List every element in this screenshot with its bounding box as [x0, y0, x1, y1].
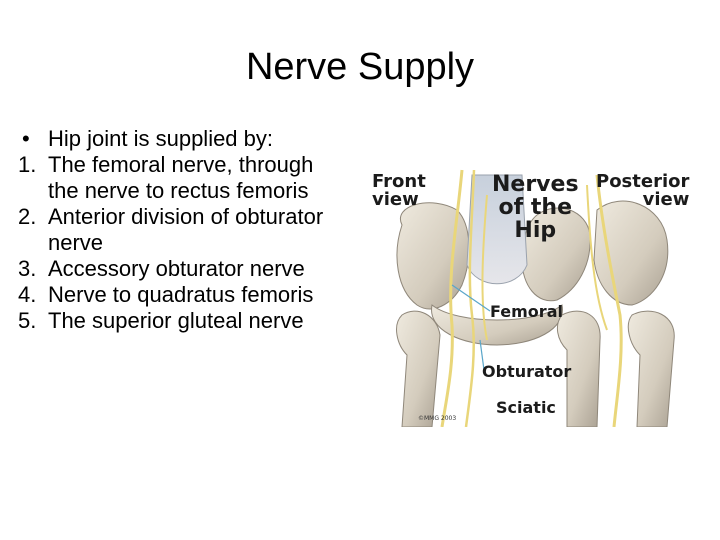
copyright-text: ©MMG 2003 [418, 415, 457, 422]
list-number: 4. [18, 282, 37, 307]
list-item: 2. Anterior division of obturator nerve [18, 204, 348, 256]
femoral-label: Femoral [490, 302, 563, 321]
figure-title: Nerves of the Hip [492, 172, 579, 243]
list-number: 3. [18, 256, 37, 281]
list-number: 1. [18, 152, 37, 177]
content-list: • Hip joint is supplied by: 1. The femor… [18, 126, 348, 334]
obturator-label: Obturator [482, 362, 572, 381]
posterior-view-label: Posterior view [596, 171, 690, 210]
bullet-text: Hip joint is supplied by: [48, 126, 274, 151]
slide-title: Nerve Supply [245, 46, 475, 88]
front-view-label: Front view [372, 171, 426, 210]
list-text: Anterior division of obturator nerve [48, 204, 324, 255]
list-text: The femoral nerve, through the nerve to … [48, 152, 314, 203]
hip-nerves-illustration: Front view Nerves of the Hip Posterior v… [362, 165, 692, 428]
list-number: 2. [18, 204, 37, 229]
list-text: Nerve to quadratus femoris [48, 282, 314, 307]
list-number: 5. [18, 308, 37, 333]
list-item: • Hip joint is supplied by: [18, 126, 348, 152]
bullet-marker: • [22, 126, 30, 151]
list-item: 3. Accessory obturator nerve [18, 256, 348, 282]
list-text: Accessory obturator nerve [48, 256, 305, 281]
list-item: 5. The superior gluteal nerve [18, 308, 348, 334]
list-item: 4. Nerve to quadratus femoris [18, 282, 348, 308]
list-text: The superior gluteal nerve [48, 308, 304, 333]
pelvis-drawing [396, 169, 675, 428]
list-item: 1. The femoral nerve, through the nerve … [18, 152, 348, 204]
sciatic-label: Sciatic [496, 398, 556, 417]
